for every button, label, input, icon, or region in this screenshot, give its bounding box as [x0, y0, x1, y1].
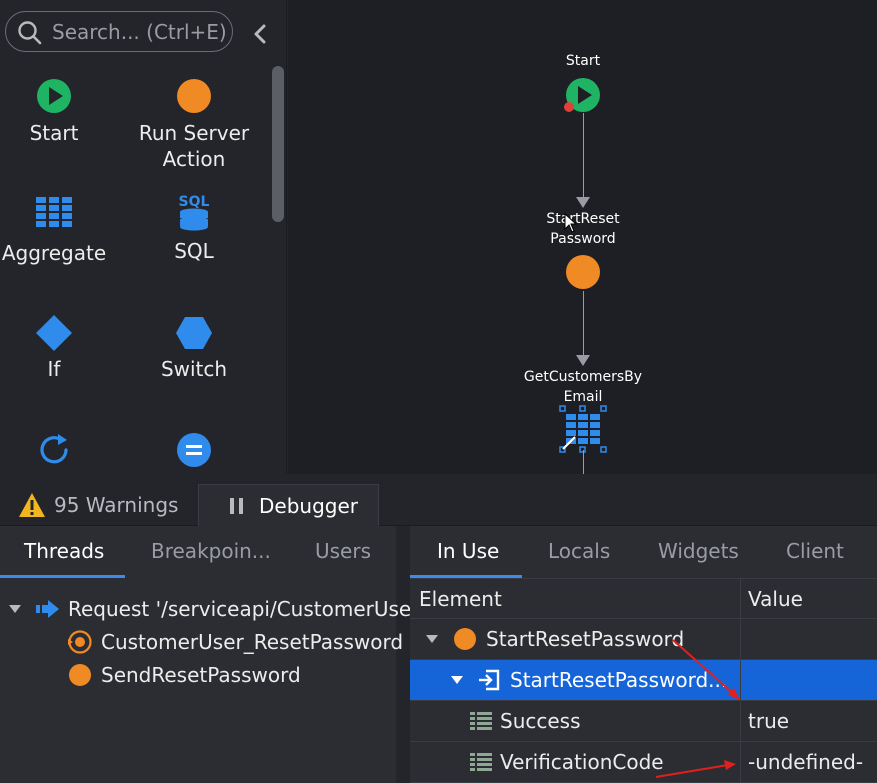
- debugger-label: Debugger: [259, 494, 358, 518]
- panel-splitter[interactable]: [396, 526, 410, 783]
- tool-sql[interactable]: SQL SQL: [124, 192, 264, 264]
- tab-debugger[interactable]: Debugger: [198, 484, 379, 526]
- column-separator[interactable]: [740, 578, 741, 783]
- tool-label: Switch: [160, 357, 228, 381]
- element-cell: Success: [500, 709, 581, 733]
- expand-arrow-icon[interactable]: [8, 604, 22, 614]
- tool-label: SQL: [174, 239, 214, 263]
- flow-arrow: [576, 197, 590, 208]
- flow-connector: [583, 450, 584, 474]
- grid-row[interactable]: StartResetPassword: [410, 619, 877, 660]
- assign-icon[interactable]: [176, 432, 212, 468]
- tool-label: If: [47, 357, 61, 381]
- orange-circle-icon[interactable]: [565, 254, 601, 290]
- column-header-value[interactable]: Value: [748, 587, 803, 611]
- in-use-grid: Element Value StartResetPassword StartRe…: [410, 578, 877, 783]
- debugger-dock: 95 Warnings Debugger Threads Breakpoin..…: [0, 474, 877, 783]
- output-parameters-icon: [479, 669, 500, 691]
- threads-tree: Request '/serviceapi/CustomerUser Custom…: [0, 578, 419, 783]
- node-label-getcustomersbyemail: GetCustomersBy Email: [503, 367, 663, 407]
- element-cell: StartResetPassword...: [510, 668, 728, 692]
- thread-action-label: CustomerUser_ResetPassword: [101, 630, 404, 654]
- node-label-line: StartReset: [546, 211, 620, 227]
- grid-row[interactable]: VerificationCode -undefined-: [410, 742, 877, 783]
- toolbox-search[interactable]: [5, 11, 233, 52]
- column-header-element[interactable]: Element: [419, 587, 502, 611]
- element-cell: VerificationCode: [500, 750, 664, 774]
- variable-icon: [470, 712, 492, 730]
- tool-label: Run Server Action: [138, 121, 250, 171]
- tool-label: Start: [29, 121, 79, 145]
- variable-icon: [470, 753, 492, 771]
- svg-text:SQL: SQL: [179, 194, 210, 210]
- tool-aggregate[interactable]: Aggregate: [0, 197, 124, 266]
- breakpoint-dot[interactable]: [564, 102, 574, 112]
- node-label-startresetpassword: StartReset Password: [503, 209, 663, 249]
- tab-widgets[interactable]: Widgets: [658, 539, 739, 563]
- annotation-arrow-line: [655, 764, 729, 778]
- tab-breakpoints[interactable]: Breakpoin...: [151, 539, 271, 563]
- toolbox-panel: Start Run Server Action Aggregate SQL: [0, 0, 287, 474]
- node-label-line: Password: [550, 231, 616, 247]
- pause-icon: [230, 498, 243, 514]
- hexagon-icon: [176, 317, 212, 349]
- orange-circle-icon: [69, 664, 91, 686]
- active-tab-indicator: [410, 575, 522, 578]
- tab-client[interactable]: Client: [786, 539, 844, 563]
- grid-row-selected[interactable]: StartResetPassword...: [410, 660, 877, 701]
- mouse-cursor-icon: [564, 213, 578, 233]
- expand-arrow-icon[interactable]: [450, 675, 464, 685]
- sql-database-icon: SQL: [179, 194, 210, 231]
- server-action-icon: [68, 630, 92, 654]
- active-tab-indicator: [0, 575, 125, 578]
- node-label-start: Start: [565, 53, 601, 69]
- node-label-line: Email: [563, 389, 603, 405]
- inspector-tabbar: In Use Locals Widgets Client: [410, 526, 877, 578]
- annotation-arrow-head: [728, 688, 740, 700]
- flow-canvas[interactable]: Start StartReset Password GetCustomersBy…: [288, 0, 877, 474]
- thread-action-label: SendResetPassword: [101, 663, 301, 687]
- value-cell: true: [748, 709, 790, 733]
- tab-users[interactable]: Users: [315, 539, 372, 563]
- warning-icon: [19, 493, 45, 517]
- node-label-line: GetCustomersBy: [523, 369, 643, 385]
- collapse-panel-icon[interactable]: [250, 22, 270, 46]
- tool-if[interactable]: If: [0, 314, 124, 382]
- grid-header: Element Value: [410, 578, 877, 619]
- element-cell: StartResetPassword: [486, 627, 685, 651]
- flow-connector: [583, 113, 584, 199]
- start-play-icon: [37, 79, 71, 113]
- loop-icon[interactable]: [36, 432, 72, 468]
- orange-circle-icon: [454, 628, 476, 650]
- diamond-icon: [36, 315, 72, 351]
- start-node[interactable]: [565, 77, 601, 113]
- dock-tabbar: 95 Warnings Debugger: [0, 474, 877, 526]
- orange-circle-icon: [177, 79, 211, 113]
- aggregate-grid-icon[interactable]: [559, 405, 607, 453]
- tab-locals[interactable]: Locals: [548, 539, 611, 563]
- expand-arrow-icon[interactable]: [425, 634, 439, 644]
- search-icon: [18, 21, 42, 45]
- tab-in-use[interactable]: In Use: [437, 539, 500, 563]
- tool-switch[interactable]: Switch: [124, 314, 264, 382]
- flow-connector: [583, 291, 584, 357]
- aggregate-grid-icon: [36, 197, 72, 227]
- search-input[interactable]: [52, 18, 227, 46]
- tab-threads[interactable]: Threads: [24, 539, 105, 563]
- tool-run-server-action[interactable]: Run Server Action: [124, 78, 264, 172]
- value-cell: -undefined-: [748, 750, 864, 774]
- tab-warnings[interactable]: 95 Warnings: [0, 484, 197, 526]
- threads-tabbar: Threads Breakpoin... Users: [0, 526, 396, 578]
- toolbox-scrollbar[interactable]: [272, 66, 284, 222]
- request-arrow-icon: [36, 600, 59, 618]
- annotation-arrows: [655, 639, 740, 778]
- tool-label: Aggregate: [1, 241, 107, 265]
- warnings-label: 95 Warnings: [54, 493, 179, 517]
- tool-start[interactable]: Start: [0, 78, 124, 146]
- annotation-arrow-line: [672, 639, 737, 697]
- thread-request-label: Request '/serviceapi/CustomerUser: [68, 597, 420, 621]
- grid-row[interactable]: Success true: [410, 701, 877, 742]
- flow-arrow: [576, 355, 590, 366]
- annotation-arrow-head: [724, 760, 736, 770]
